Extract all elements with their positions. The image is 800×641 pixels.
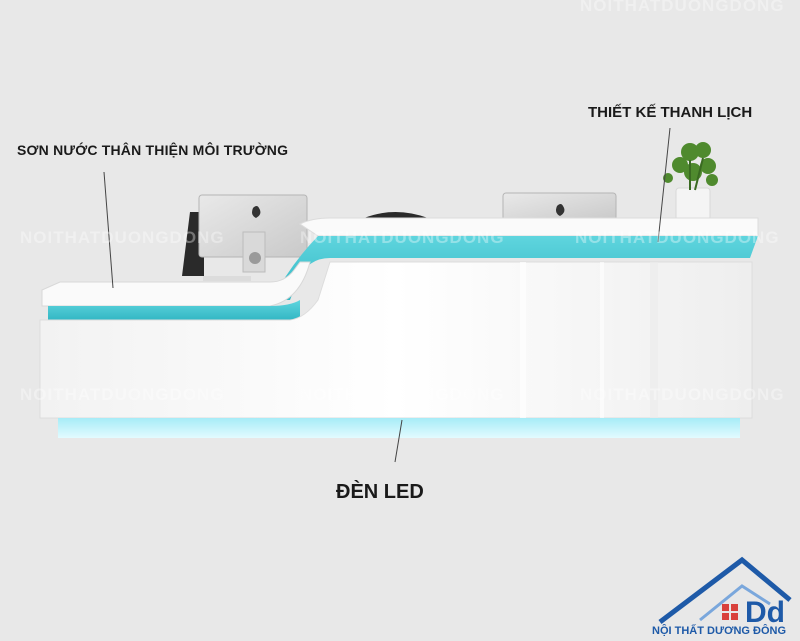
watermark: NOITHATDUONGDONG [300, 228, 505, 247]
watermark: NOITHATDUONGDONG [300, 385, 505, 404]
annotation-led: ĐÈN LED [336, 481, 424, 503]
monitor-right [502, 192, 617, 222]
watermark: NOITHATDUONGDONG [575, 228, 780, 247]
pointer-led [394, 419, 403, 463]
watermark: NOITHATDUONGDONG [20, 228, 225, 247]
annotation-paint: SƠN NƯỚC THÂN THIỆN MÔI TRƯỜNG [17, 142, 289, 158]
pointer-design [657, 127, 671, 243]
led-strip [58, 418, 740, 438]
pointer-paint [103, 171, 114, 289]
house-logo-icon [658, 556, 792, 624]
apple-logo-icon [252, 206, 261, 218]
plant-icon [663, 142, 718, 221]
watermark: NOITHATDUONGDONG [580, 385, 785, 404]
watermark: NOITHATDUONGDONG [20, 385, 225, 404]
annotation-design: THIẾT KẾ THANH LỊCH [588, 104, 753, 121]
watermark: NOITHATDUONGDONG [580, 0, 785, 15]
logo-name: NỘI THẤT DƯƠNG ĐÔNG [652, 625, 787, 637]
apple-logo-icon [556, 204, 565, 216]
logo-mark: Dd [745, 596, 785, 629]
